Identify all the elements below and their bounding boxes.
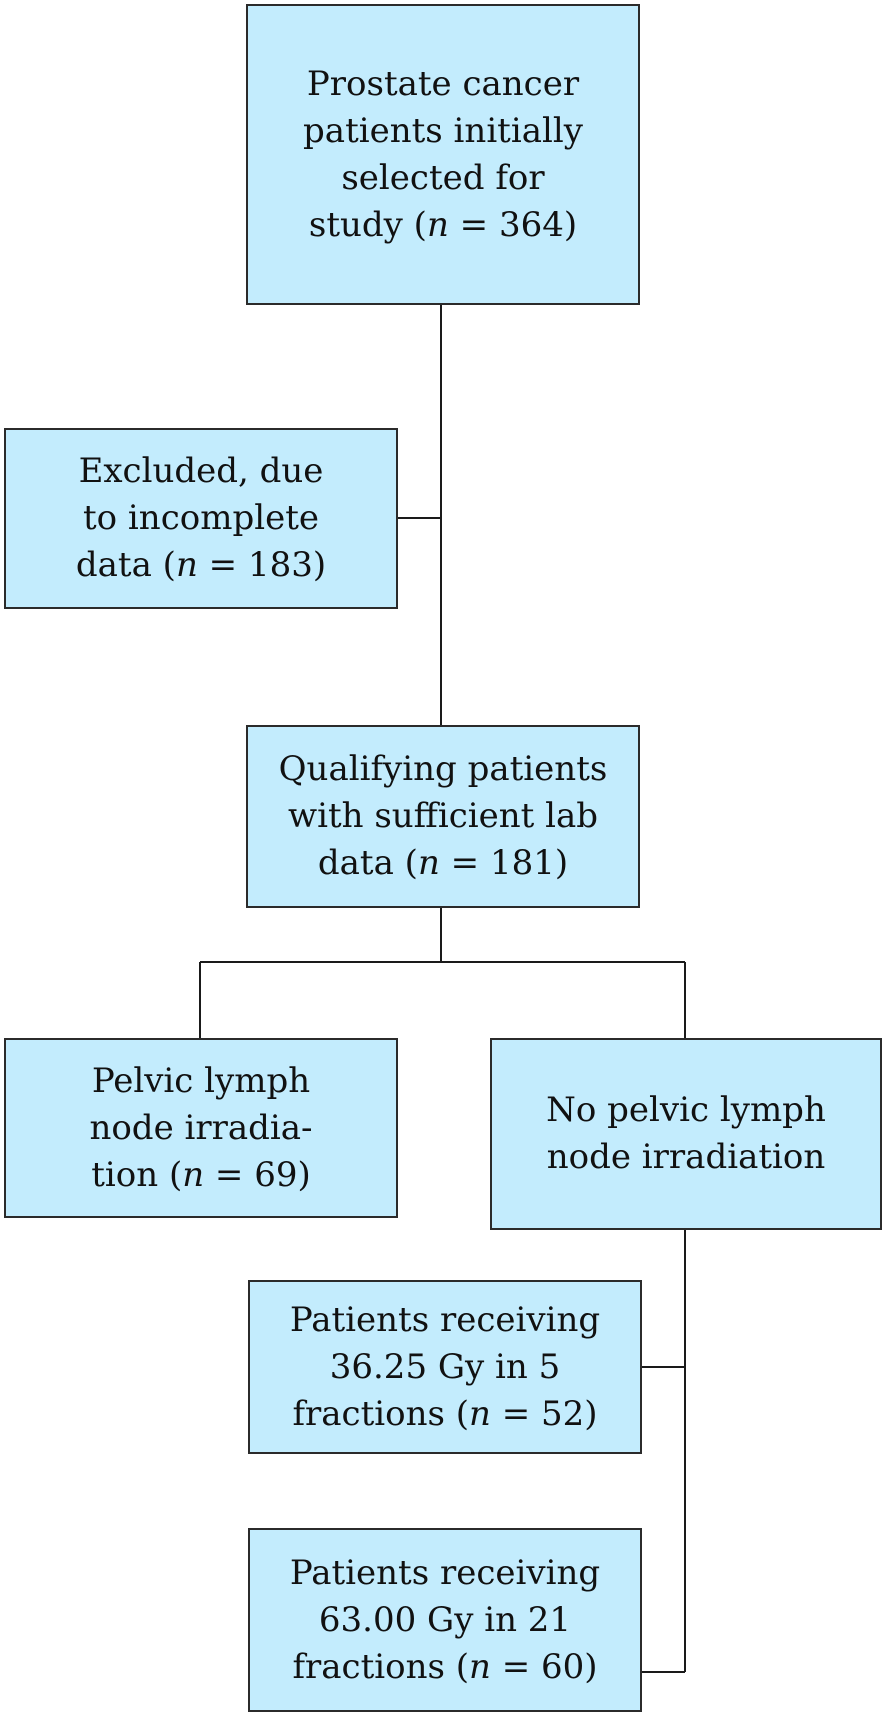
- node-initial-line: patients initially: [303, 110, 583, 151]
- node-no-pelvic-line: No pelvic lymph: [546, 1090, 826, 1130]
- node-excluded-line: Excluded, due: [78, 451, 324, 491]
- node-dose-63-line: Patients receiving: [289, 1552, 601, 1593]
- node-dose-36-line: fractions (n = 52): [292, 1393, 598, 1434]
- node-pelvic-line: Pelvic lymph: [91, 1060, 311, 1101]
- node-qualifying-line: Qualifying patients: [278, 749, 608, 789]
- node-pelvic-line: tion (n = 69): [91, 1154, 311, 1195]
- node-qualifying: Qualifying patients with sufficient lab …: [246, 725, 640, 908]
- node-dose-36: Patients receiving 36.25 Gy in 5 fractio…: [248, 1280, 642, 1454]
- node-dose-63-line: fractions (n = 60): [292, 1646, 598, 1687]
- node-excluded: Excluded, due to incomplete data (n = 18…: [4, 428, 398, 609]
- node-initial-line: study (n = 364): [308, 204, 578, 245]
- node-dose-36-line: Patients receiving: [289, 1299, 601, 1340]
- node-no-pelvic: No pelvic lymph node irradiation: [490, 1038, 882, 1230]
- node-dose-63-line: 63.00 Gy in 21: [318, 1599, 572, 1640]
- node-qualifying-line: with sufficient lab: [287, 796, 599, 836]
- node-excluded-line: data (n = 183): [75, 545, 327, 585]
- node-qualifying-line: data (n = 181): [317, 843, 569, 883]
- node-initial-line: selected for: [341, 157, 545, 198]
- node-pelvic-line: node irradia-: [89, 1107, 313, 1148]
- node-initial-line: Prostate cancer: [306, 63, 580, 104]
- node-excluded-line: to incomplete: [82, 498, 319, 538]
- node-dose-63: Patients receiving 63.00 Gy in 21 fracti…: [248, 1528, 642, 1712]
- node-dose-36-line: 36.25 Gy in 5: [329, 1346, 561, 1387]
- node-no-pelvic-line: node irradiation: [546, 1137, 826, 1177]
- node-pelvic: Pelvic lymph node irradia- tion (n = 69): [4, 1038, 398, 1218]
- node-initial: Prostate cancer patients initially selec…: [246, 4, 640, 305]
